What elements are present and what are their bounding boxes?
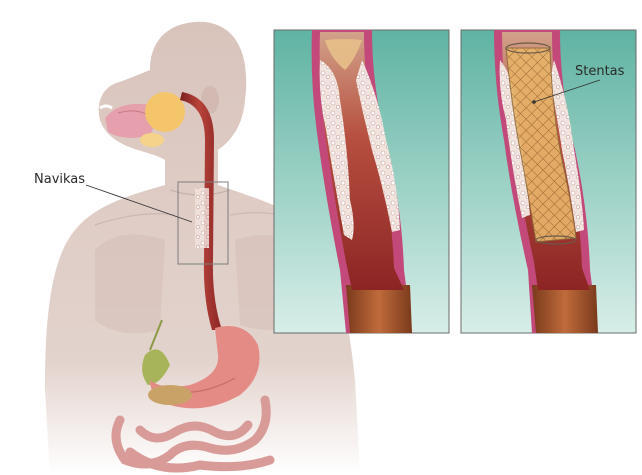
esophagus-outer-left [346, 285, 412, 333]
zoom-panel-tumor [274, 30, 449, 333]
salivary-gland [145, 92, 185, 132]
tumor-label: Navikas [34, 172, 85, 187]
tumor-region [195, 188, 209, 248]
stent-label: Stentas [575, 64, 624, 79]
esophagus-outer-right [532, 285, 598, 333]
